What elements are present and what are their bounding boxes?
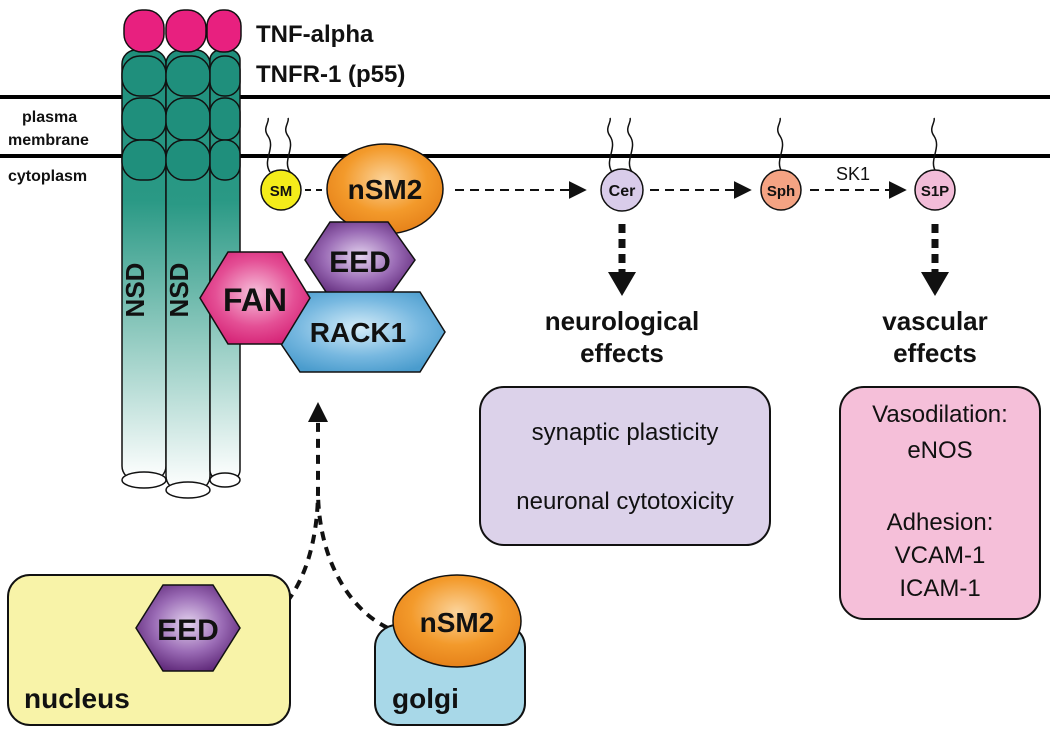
sm-lipid-tails <box>265 117 292 173</box>
nsm2-enzyme: nSM2 <box>326 143 444 235</box>
eed-protein: EED <box>304 221 416 299</box>
tnf-alpha-trimer <box>123 9 242 53</box>
vascular-effects-box: Vasodilation: eNOS Adhesion: VCAM-1 ICAM… <box>839 386 1041 620</box>
adhesion-item: VCAM-1 <box>895 542 986 569</box>
neuro-effect-item: neuronal cytotoxicity <box>516 488 733 515</box>
golgi-compartment: nSM2 golgi <box>374 574 526 726</box>
sph-molecule: Sph <box>760 117 802 211</box>
neurological-effects-box: synaptic plasticity neuronal cytotoxicit… <box>479 386 771 546</box>
plasma-membrane-label-line2: membrane <box>8 132 89 149</box>
sk1-label: SK1 <box>836 164 870 184</box>
nucleus-eed-label: EED <box>157 614 219 647</box>
s1p-label: S1P <box>921 183 949 200</box>
nsm2-translocation-arrow <box>316 489 389 630</box>
rack1-protein: RACK1 <box>272 291 446 373</box>
s1p-effects-arrow <box>921 224 949 296</box>
adhesion-item: ICAM-1 <box>899 575 980 602</box>
fan-protein: FAN <box>199 251 311 345</box>
translocation-arrowhead <box>308 402 328 422</box>
neurological-effects-heading-line2: effects <box>580 338 664 368</box>
tnfr1-label: TNFR-1 (p55) <box>256 61 405 88</box>
neurological-effects-heading-line1: neurological <box>545 306 700 336</box>
eed-label: EED <box>329 246 391 279</box>
tnf-alpha-label: TNF-alpha <box>256 21 374 48</box>
nsd-label-2: NSD <box>164 263 194 318</box>
golgi-nsm2-label: nSM2 <box>420 607 495 638</box>
neuro-effect-item: synaptic plasticity <box>532 419 719 446</box>
cer-label: Cer <box>609 183 636 200</box>
adhesion-title: Adhesion: <box>887 509 994 536</box>
tnfr1-receptor <box>121 49 241 499</box>
nucleus-compartment: EED nucleus <box>7 574 291 726</box>
nsd-label-1: NSD <box>120 263 150 318</box>
vasodilation-title: Vasodilation: <box>872 401 1008 428</box>
golgi-label: golgi <box>392 683 459 714</box>
plasma-membrane-label-line1: plasma <box>22 109 77 126</box>
vascular-effects-heading-line2: effects <box>893 338 977 368</box>
sm-label: SM <box>270 183 293 200</box>
sph-label: Sph <box>767 183 795 200</box>
s1p-molecule: S1P <box>914 117 956 211</box>
fan-label: FAN <box>223 282 287 318</box>
sm-molecule: SM <box>260 169 302 211</box>
nucleus-label: nucleus <box>24 683 130 714</box>
cer-molecule: Cer <box>600 117 644 212</box>
vasodilation-item: eNOS <box>907 437 972 464</box>
rack1-label: RACK1 <box>310 317 406 348</box>
cytoplasm-label: cytoplasm <box>8 168 87 185</box>
cer-effects-arrow <box>608 224 636 296</box>
vascular-effects-heading-line1: vascular <box>882 306 988 336</box>
nsm2-label: nSM2 <box>348 174 423 205</box>
